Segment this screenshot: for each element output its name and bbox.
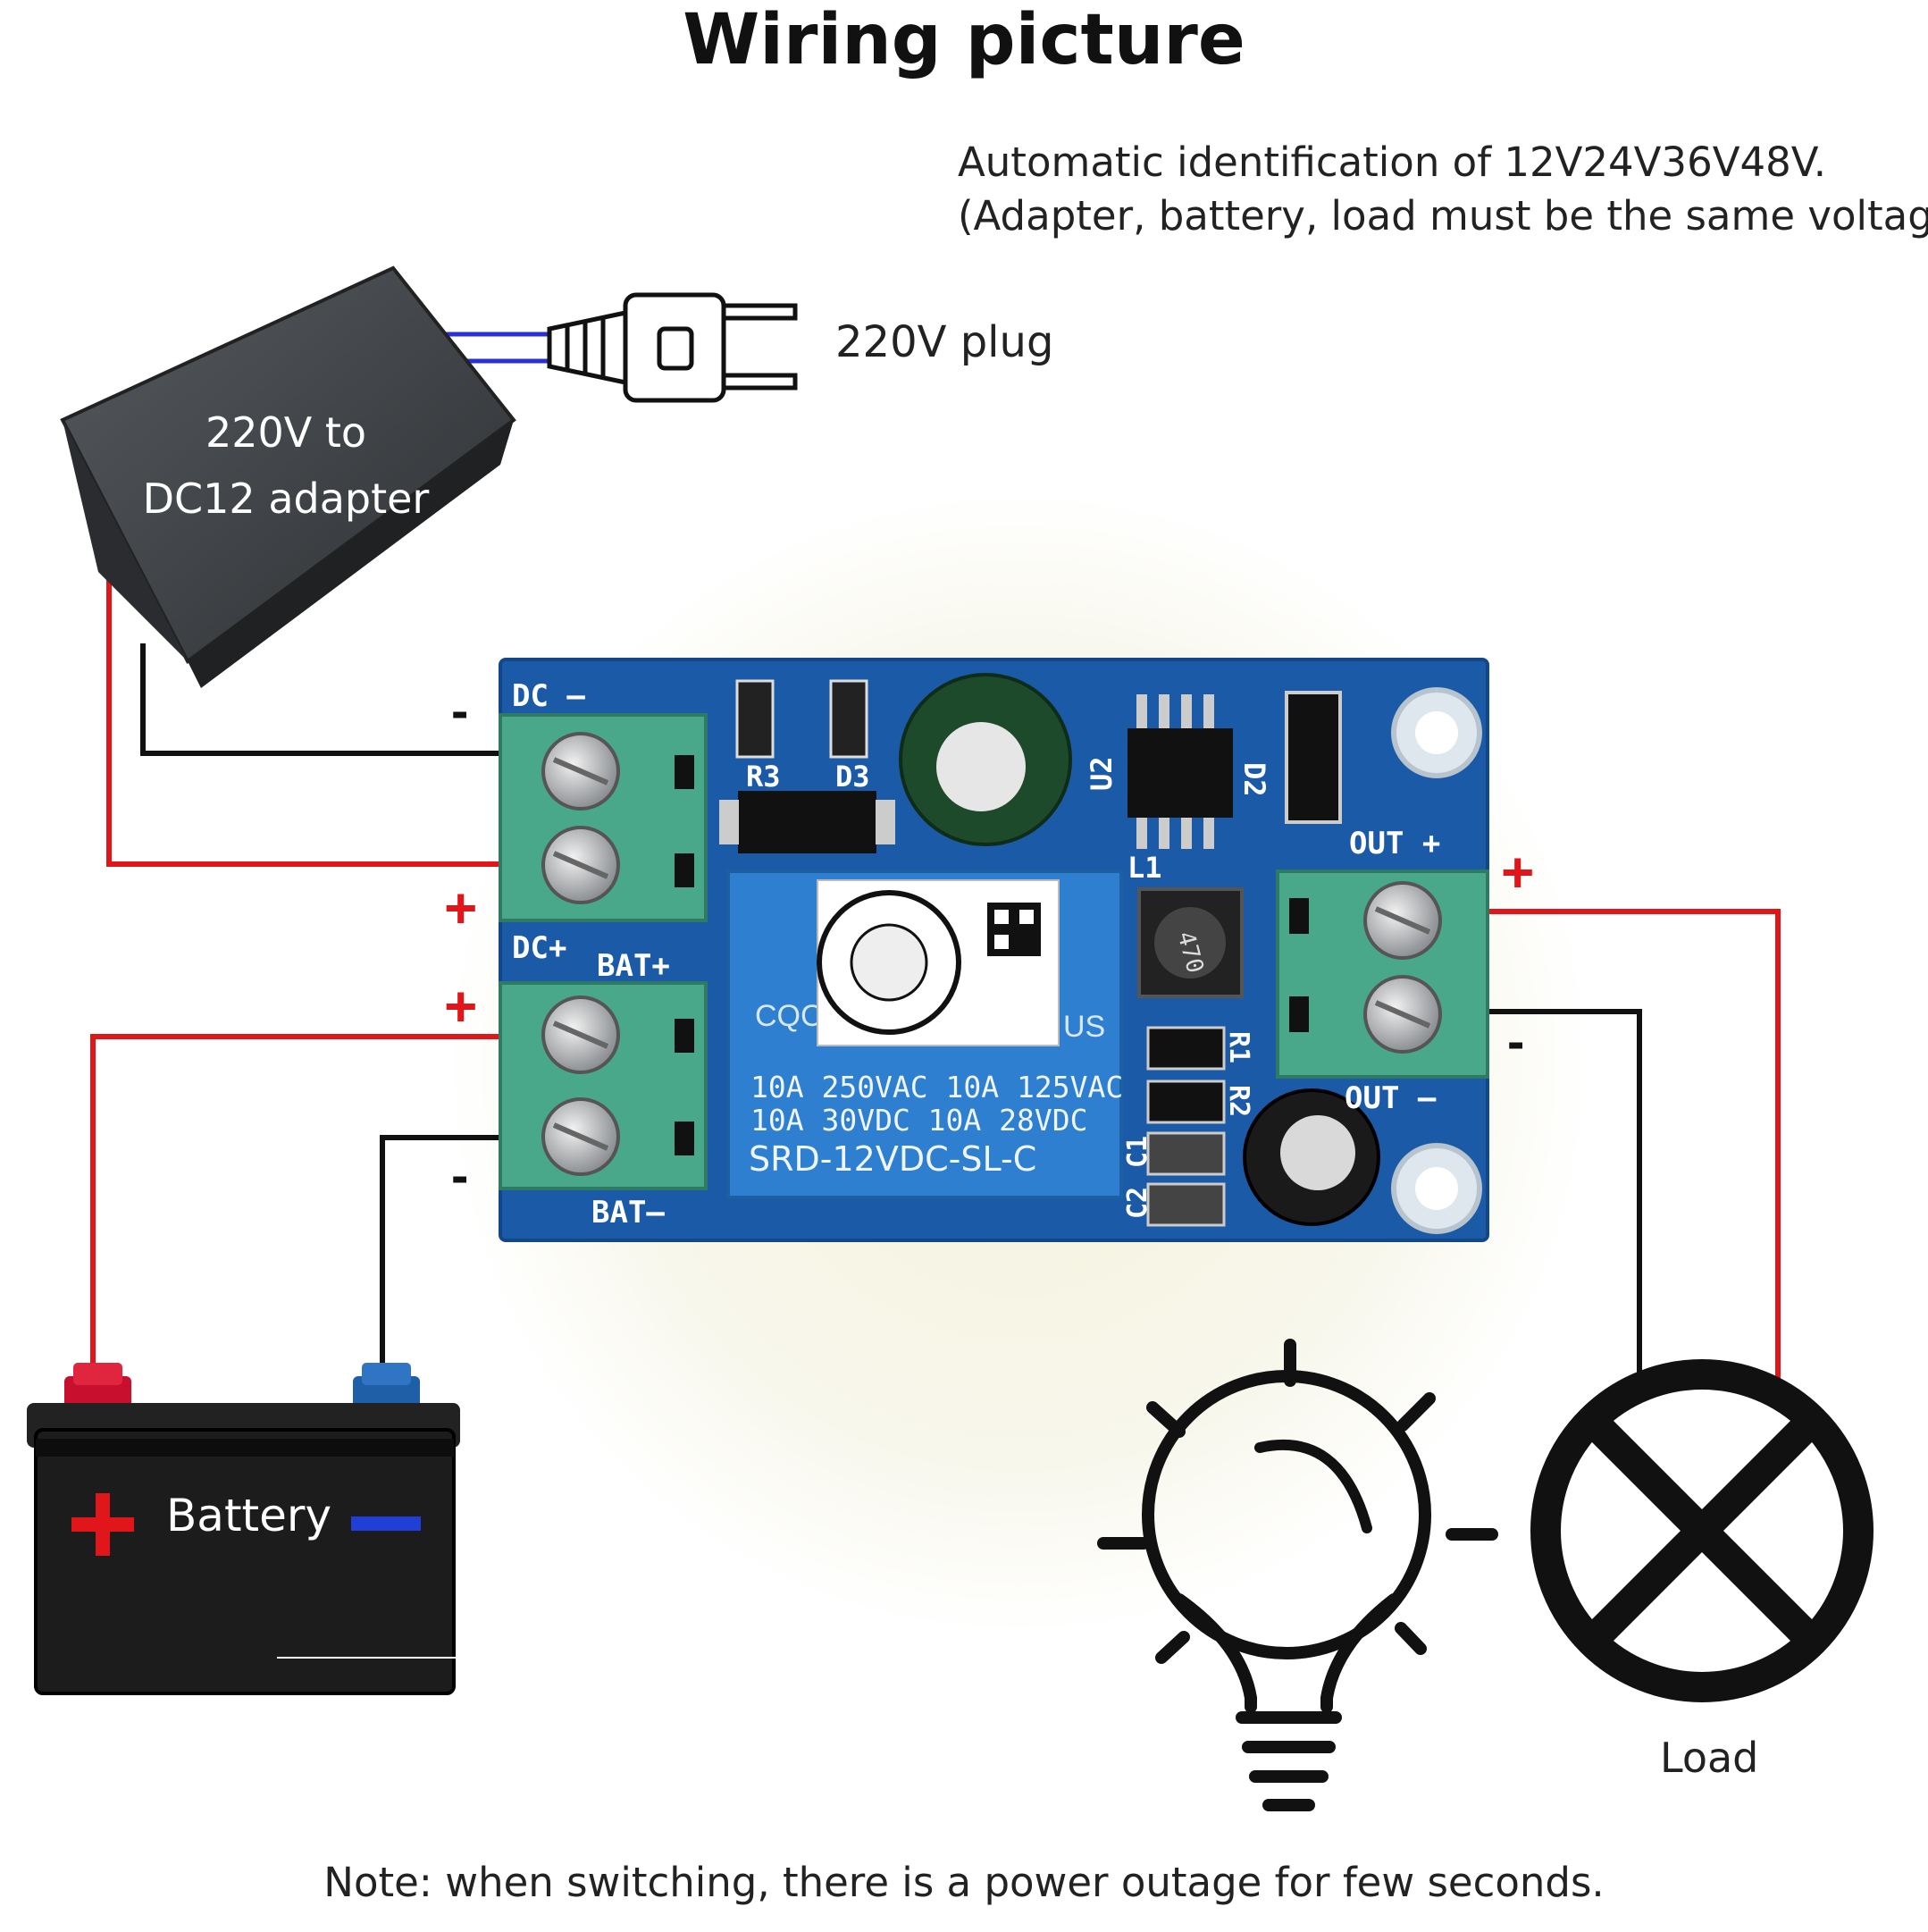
wire-battery-negative: [380, 1135, 500, 1381]
label-bat-plus: BAT+: [597, 948, 670, 984]
label-u2: U2: [1085, 756, 1119, 791]
wire-out-negative: [1488, 1009, 1642, 1376]
label-d2: D2: [1237, 762, 1271, 797]
wires: [90, 332, 1781, 1381]
label-out-plus: OUT +: [1349, 826, 1440, 861]
label-relay-us: US: [1063, 1010, 1105, 1044]
watermark-sticker: [817, 879, 1060, 1046]
voltage-note-line2: (Adapter, battery, load must be the same…: [958, 192, 1928, 239]
load-label: Load: [1660, 1734, 1759, 1782]
adapter-label-line1: 220V to: [205, 408, 367, 457]
wire-out-positive: [1488, 909, 1781, 1381]
label-relay-model: SRD-12VDC-SL-C: [749, 1139, 1036, 1179]
sign-dc-plus: +: [444, 876, 477, 940]
battery-icon: [27, 1363, 460, 1695]
label-r1: R1: [1223, 1031, 1254, 1063]
sign-out-plus: +: [1501, 840, 1534, 904]
label-l1: L1: [1127, 851, 1162, 885]
sign-bat-plus: +: [444, 974, 477, 1038]
label-relay-line1: 10A 250VAC 10A 125VAC: [750, 1070, 1123, 1105]
label-relay-brand: CQC: [755, 999, 823, 1033]
label-dc-minus: DC —: [512, 678, 585, 714]
switching-note: Note: when switching, there is a power o…: [323, 1859, 1605, 1906]
plug-icon: [547, 292, 798, 403]
label-dc-plus: DC+: [512, 930, 566, 966]
battery-label: Battery: [166, 1490, 332, 1541]
adapter-label-line2: DC12 adapter: [142, 475, 430, 523]
light-bulb-icon: [1097, 1339, 1498, 1811]
wire-adapter-negative: [140, 643, 500, 756]
label-r2: R2: [1223, 1085, 1254, 1117]
plug-label: 220V plug: [835, 317, 1054, 367]
label-r3: R3: [746, 760, 781, 794]
voltage-note: Automatic identification of 12V24V36V48V…: [958, 136, 1928, 243]
wire-adapter-positive: [106, 572, 500, 867]
label-relay-line2: 10A 30VDC 10A 28VDC: [750, 1103, 1088, 1138]
wire-battery-positive: [90, 1034, 500, 1381]
diagram-title: Wiring picture: [683, 0, 1245, 80]
sign-bat-minus: -: [451, 1147, 468, 1205]
voltage-note-line1: Automatic identification of 12V24V36V48V…: [958, 139, 1827, 186]
sign-dc-minus: -: [451, 682, 468, 740]
sign-out-minus: -: [1507, 1012, 1524, 1071]
label-bat-minus: BAT—: [591, 1195, 665, 1231]
load-lamp-symbol: [1530, 1359, 1874, 1702]
label-d3: D3: [835, 760, 870, 794]
adapter-label: 220V to DC12 adapter: [107, 399, 465, 532]
label-out-minus: OUT —: [1345, 1080, 1437, 1116]
polarity-signs: - + + - + -: [444, 682, 1534, 1205]
label-c1: C1: [1122, 1136, 1153, 1168]
adapter-icon: [60, 265, 516, 688]
label-c2: C2: [1122, 1187, 1153, 1219]
